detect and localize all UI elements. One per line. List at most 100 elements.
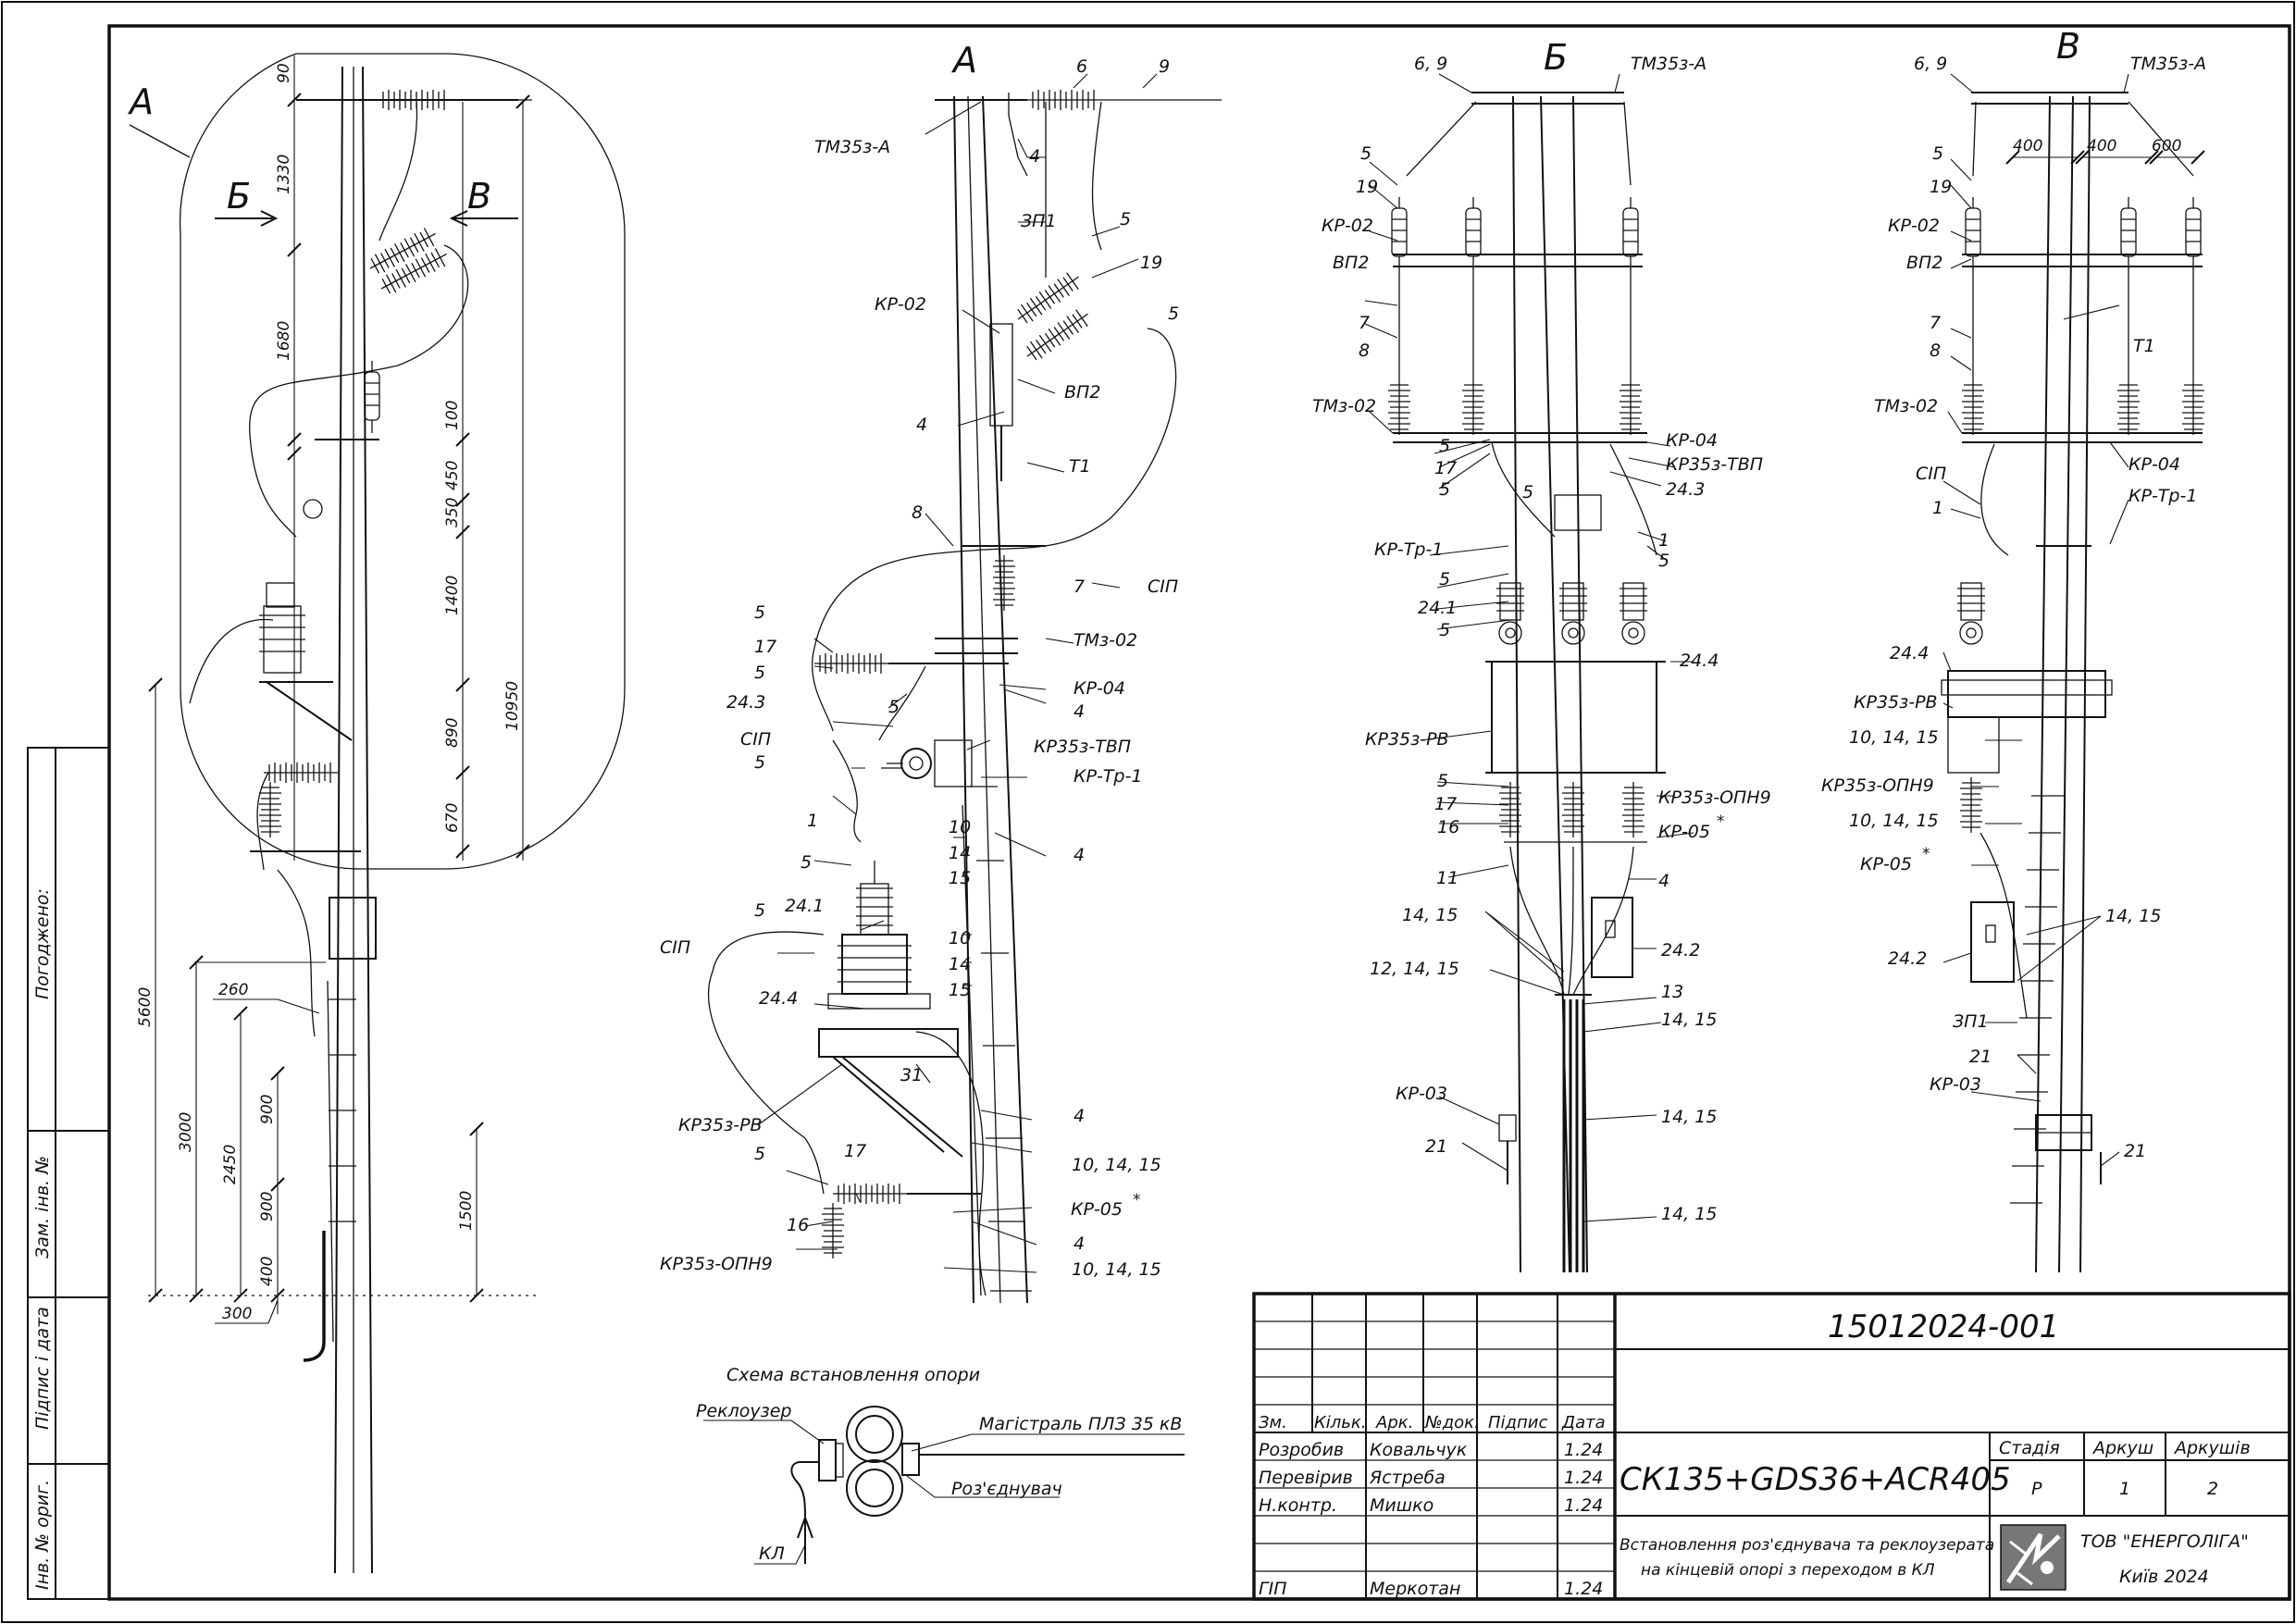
scheme-title: Схема встановлення опори <box>726 1365 980 1385</box>
svg-text:КР-02: КР-02 <box>1888 216 1940 236</box>
svg-text:КР-05: КР-05 <box>1658 822 1710 842</box>
svg-text:5: 5 <box>1120 209 1131 229</box>
svg-text:Мишко: Мишко <box>1370 1495 1433 1516</box>
svg-text:8: 8 <box>912 502 923 523</box>
svg-text:1: 1 <box>2119 1479 2130 1499</box>
svg-text:1: 1 <box>807 811 818 831</box>
dim-890: 890 <box>443 718 462 748</box>
scheme-recloser: Реклоузер <box>696 1401 792 1421</box>
dim-90: 90 <box>275 63 293 83</box>
svg-text:Т1: Т1 <box>1069 456 1091 477</box>
stamp-approved: Погоджено: <box>32 888 53 999</box>
svg-text:14: 14 <box>949 954 971 974</box>
svg-text:1.24: 1.24 <box>1564 1440 1603 1460</box>
svg-text:1.24: 1.24 <box>1564 1468 1603 1488</box>
svg-text:Ковальчук: Ковальчук <box>1370 1440 1468 1460</box>
svg-text:№док.: №док. <box>1424 1413 1480 1432</box>
labels-view-b: 6, 9 ТМ35з-А 5 19 КР-02 ВП2 7 8 ТМз-02 5… <box>1312 54 1771 1224</box>
svg-text:17: 17 <box>1434 794 1457 814</box>
svg-text:8: 8 <box>1930 341 1941 361</box>
equipment-code: СК135+GDS36+ACR405 <box>1620 1461 2011 1498</box>
svg-text:4: 4 <box>1074 845 1085 865</box>
svg-text:Розробив: Розробив <box>1259 1440 1344 1460</box>
svg-text:КР-03: КР-03 <box>1396 1084 1447 1104</box>
svg-text:Аркушів: Аркушів <box>2173 1438 2251 1458</box>
svg-text:5: 5 <box>1522 482 1533 502</box>
svg-text:4: 4 <box>1074 1106 1085 1126</box>
dim-2450: 2450 <box>221 1145 240 1184</box>
title-block <box>1252 1292 2291 1601</box>
svg-text:5: 5 <box>1360 143 1371 164</box>
svg-text:19: 19 <box>1356 177 1378 197</box>
dim-260: 260 <box>218 981 248 999</box>
svg-text:КР-Тр-1: КР-Тр-1 <box>1074 766 1142 787</box>
svg-text:600: 600 <box>2152 137 2181 155</box>
svg-text:24.3: 24.3 <box>1666 479 1705 500</box>
svg-text:24.1: 24.1 <box>785 896 824 916</box>
svg-text:5: 5 <box>1439 436 1450 456</box>
description-line2: на кінцевій опорі з переходом в КЛ <box>1641 1561 1935 1580</box>
svg-text:ТМз-02: ТМз-02 <box>1312 396 1376 416</box>
svg-text:ВП2: ВП2 <box>1906 253 1942 273</box>
dim-450: 450 <box>443 461 462 490</box>
dim-100: 100 <box>443 401 462 430</box>
svg-text:КР35з-ТВП: КР35з-ТВП <box>1034 737 1131 757</box>
svg-text:4: 4 <box>1074 701 1085 722</box>
dim-900a: 900 <box>258 1095 277 1124</box>
svg-text:6, 9: 6, 9 <box>1914 54 1947 74</box>
svg-text:24.4: 24.4 <box>1890 643 1929 663</box>
svg-text:10: 10 <box>949 817 971 837</box>
svg-text:Н.контр.: Н.контр. <box>1259 1495 1337 1516</box>
svg-text:10: 10 <box>949 928 971 948</box>
svg-text:5: 5 <box>754 602 765 623</box>
svg-text:КР-Тр-1: КР-Тр-1 <box>2128 486 2197 506</box>
svg-text:5: 5 <box>754 663 765 683</box>
svg-text:1: 1 <box>1658 530 1669 551</box>
svg-text:Т1: Т1 <box>2133 336 2155 356</box>
dim-3000: 3000 <box>177 1112 195 1152</box>
svg-text:5: 5 <box>1437 771 1448 791</box>
dim-5600: 5600 <box>136 987 155 1027</box>
company-logo-icon <box>2000 1524 2066 1591</box>
svg-text:5: 5 <box>1658 551 1669 571</box>
view-b-arrow-label: Б <box>227 176 251 217</box>
dim-10950: 10950 <box>503 681 522 731</box>
svg-text:10, 14, 15: 10, 14, 15 <box>1849 811 1939 831</box>
svg-text:24.3: 24.3 <box>726 692 765 713</box>
svg-text:ЗП1: ЗП1 <box>1021 211 1057 231</box>
description-line1: Встановлення роз'єднувача та реклоузерат… <box>1620 1536 1994 1555</box>
svg-text:ВП2: ВП2 <box>1064 382 1100 403</box>
svg-text:4: 4 <box>1074 1233 1085 1254</box>
stamp-sign-date: Підпис і дата <box>32 1307 53 1430</box>
svg-text:11: 11 <box>1436 868 1458 888</box>
svg-text:Аркуш: Аркуш <box>2091 1438 2153 1458</box>
view-a-overview: А <box>127 81 154 122</box>
svg-text:*: * <box>1922 845 1930 863</box>
dim-350: 350 <box>443 498 462 527</box>
stamp-orig-inv: Інв. № ориг. <box>32 1480 53 1590</box>
svg-text:КР-04: КР-04 <box>1666 430 1718 451</box>
overview-dimensions <box>148 56 530 1314</box>
labels-view-a: 6 9 ТМ35з-А 4 ЗП1 5 19 КР-02 5 ВП2 4 Т1 … <box>660 56 1179 1280</box>
svg-text:6: 6 <box>1076 56 1087 77</box>
svg-text:КР-05: КР-05 <box>1071 1199 1123 1220</box>
detail-view-a: А <box>708 40 1222 1304</box>
svg-text:16: 16 <box>787 1215 809 1235</box>
dim-1500: 1500 <box>457 1191 476 1231</box>
svg-text:ТМ35з-А: ТМ35з-А <box>2130 54 2206 74</box>
svg-text:31: 31 <box>900 1065 923 1085</box>
svg-text:21: 21 <box>1969 1047 1992 1067</box>
svg-text:400: 400 <box>2013 137 2042 155</box>
svg-text:ТМ35з-А: ТМ35з-А <box>814 137 890 157</box>
svg-text:4: 4 <box>916 415 927 435</box>
svg-text:*: * <box>1717 812 1725 831</box>
svg-text:14, 15: 14, 15 <box>1661 1204 1717 1224</box>
svg-text:ТМз-02: ТМз-02 <box>1874 396 1938 416</box>
svg-text:4: 4 <box>1658 871 1669 891</box>
svg-text:Арк.: Арк. <box>1375 1413 1413 1432</box>
svg-text:7: 7 <box>1359 313 1370 333</box>
svg-text:5: 5 <box>800 852 812 873</box>
svg-text:8: 8 <box>1359 341 1370 361</box>
svg-text:Р: Р <box>2031 1479 2042 1499</box>
